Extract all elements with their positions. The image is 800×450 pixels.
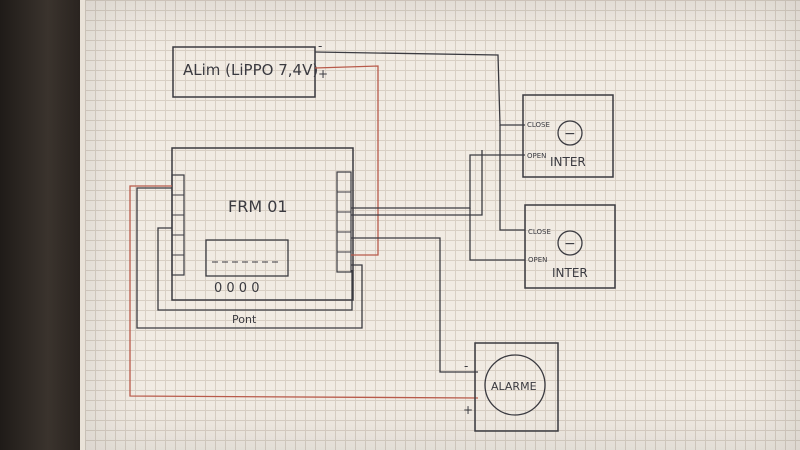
switch2-open: OPEN (528, 256, 547, 264)
bridge-label: Pont (232, 313, 257, 326)
switch2-close: CLOSE (528, 228, 551, 236)
grid-paper (85, 0, 800, 450)
board-box (171, 147, 354, 301)
bridge-wire-outer (136, 187, 363, 329)
battery-minus-wire (314, 51, 525, 126)
battery-plus: + (318, 67, 328, 81)
battery-box (172, 46, 316, 98)
switch1-symbol: − (564, 126, 576, 142)
switch2-knob (557, 230, 583, 256)
alarm-minus: - (464, 359, 468, 373)
switch1-close: CLOSE (527, 121, 550, 129)
battery-minus-wire-2 (499, 125, 525, 231)
alarm-circle (484, 354, 546, 416)
right-header (336, 171, 352, 273)
board-leds: 0 0 0 0 (214, 281, 259, 296)
signal-wire-1 (351, 154, 525, 209)
battery-label: ALim (LiPPO 7,4V) (183, 61, 318, 79)
switch1-knob (557, 120, 583, 146)
board-display (205, 239, 289, 277)
switch1-box (522, 94, 614, 178)
alarm-plus-wire (129, 185, 479, 399)
alarm-minus-wire (351, 237, 478, 373)
left-header (171, 174, 185, 276)
switch1-open: OPEN (527, 152, 546, 160)
board-label: FRM 01 (228, 197, 288, 216)
alarm-plus: + (463, 403, 473, 417)
signal-wire-2 (351, 150, 483, 216)
switch2-symbol: − (564, 236, 576, 252)
battery-minus: - (318, 39, 322, 53)
bridge-wire-mid (157, 227, 353, 311)
switch1-label: INTER (550, 155, 586, 169)
alarm-box (474, 342, 559, 432)
switch2-label: INTER (552, 266, 588, 280)
alarm-label: ALARME (491, 380, 537, 393)
switch2-box (524, 204, 616, 289)
battery-plus-wire (314, 65, 379, 256)
signal-wire-3 (469, 208, 525, 261)
